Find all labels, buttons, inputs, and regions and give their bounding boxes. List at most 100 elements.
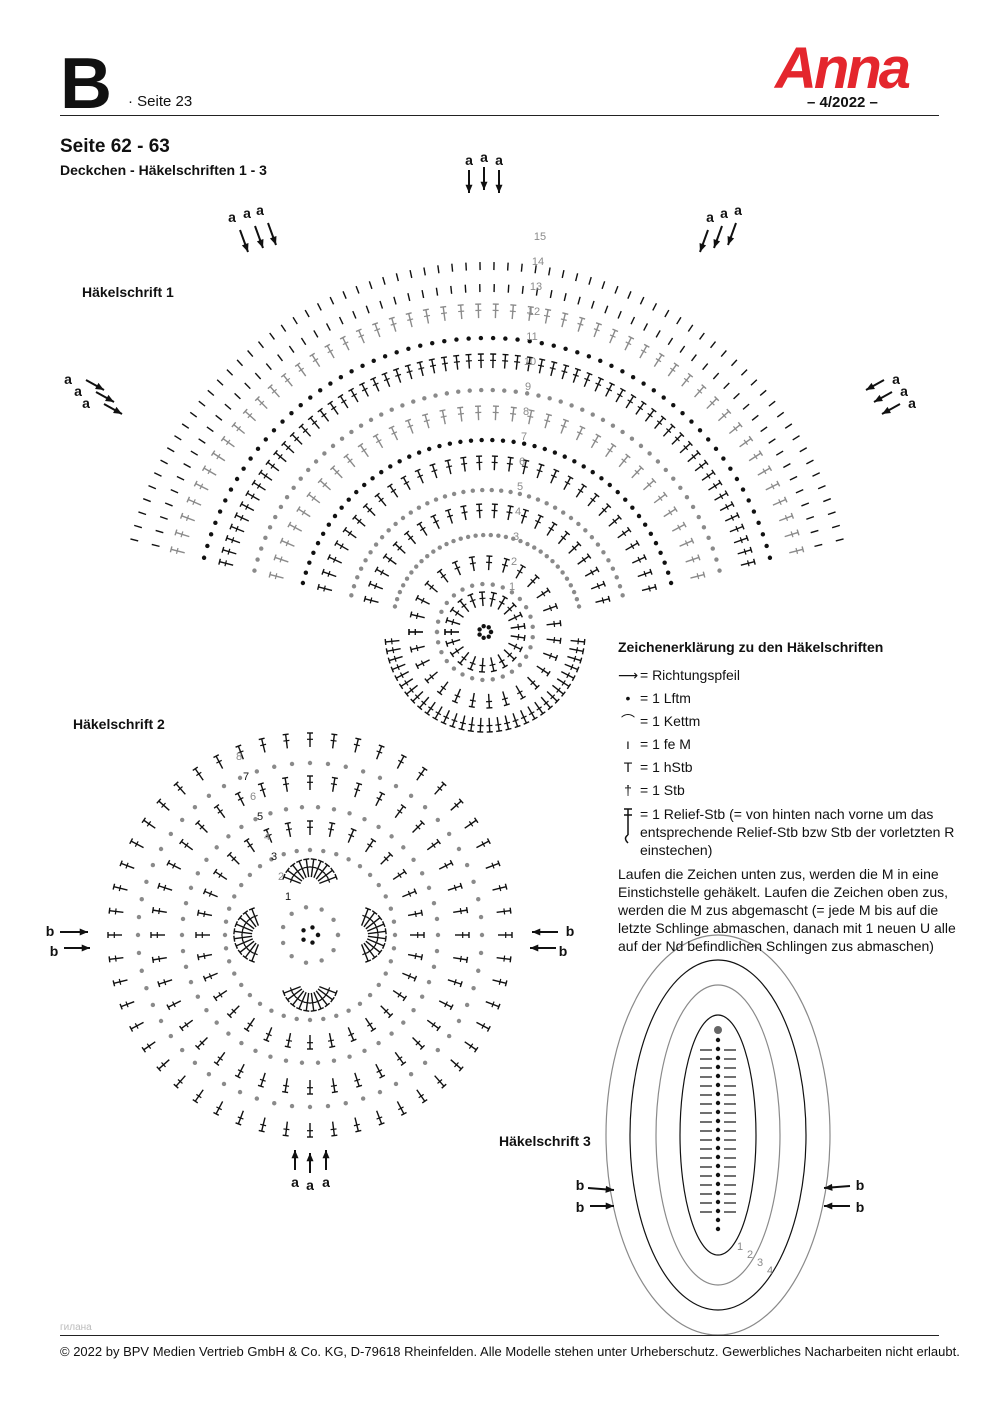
double-crochet bbox=[383, 373, 391, 388]
double-crochet bbox=[719, 503, 733, 512]
double-crochet bbox=[195, 483, 209, 491]
chain-stitch bbox=[575, 350, 580, 355]
double-crochet bbox=[431, 464, 438, 479]
double-crochet bbox=[488, 717, 491, 732]
chain-stitch bbox=[404, 576, 410, 581]
chain-stitch bbox=[581, 464, 586, 469]
stitch-top bbox=[718, 479, 723, 486]
chain-stitch bbox=[377, 775, 383, 781]
stitch-top bbox=[193, 480, 198, 487]
double-crochet bbox=[322, 571, 337, 578]
stitch-bar bbox=[581, 556, 587, 563]
stitch-top bbox=[381, 942, 386, 949]
chain-stitch bbox=[298, 476, 303, 481]
stitch-top bbox=[736, 512, 740, 519]
chain-stitch bbox=[389, 834, 394, 839]
chain-stitch bbox=[241, 466, 246, 471]
single-crochet bbox=[590, 300, 595, 309]
double-crochet bbox=[305, 992, 310, 1011]
stitch-top bbox=[440, 721, 447, 725]
stitch-top bbox=[523, 459, 530, 462]
stitch-bar bbox=[393, 655, 397, 662]
watermark: гилана bbox=[60, 1322, 92, 1333]
stitch-bar bbox=[543, 700, 549, 706]
chain-stitch bbox=[226, 1031, 231, 1036]
stitch-top bbox=[564, 530, 571, 536]
chain-stitch bbox=[502, 388, 507, 393]
round-number: 9 bbox=[525, 381, 531, 393]
double-crochet bbox=[552, 684, 564, 695]
double-crochet bbox=[310, 859, 315, 878]
double-crochet bbox=[625, 395, 635, 409]
stitch-top bbox=[370, 376, 377, 381]
double-crochet bbox=[426, 582, 438, 593]
stitch-top bbox=[520, 695, 526, 700]
arrow-head bbox=[81, 944, 90, 952]
stitch-bar bbox=[247, 948, 253, 954]
stitch-top bbox=[307, 415, 314, 421]
stitch-top bbox=[192, 766, 199, 772]
chain-stitch bbox=[379, 469, 384, 475]
stitch-bar bbox=[260, 743, 267, 747]
stitch-top bbox=[445, 617, 449, 624]
double-crochet bbox=[493, 456, 496, 471]
stitch-top bbox=[511, 656, 517, 662]
stitch-bar bbox=[770, 483, 775, 490]
stitch-bar bbox=[224, 560, 228, 567]
stitch-bar bbox=[285, 445, 291, 451]
chain-stitch bbox=[301, 928, 306, 933]
page-title: Seite 62 - 63 bbox=[60, 136, 170, 157]
chain-stitch bbox=[259, 546, 264, 551]
stitch-top bbox=[202, 975, 207, 982]
double-crochet bbox=[625, 542, 639, 551]
double-crochet bbox=[641, 586, 656, 592]
double-crochet bbox=[419, 696, 430, 709]
stitch-top bbox=[210, 450, 216, 457]
double-crochet bbox=[587, 494, 598, 507]
single-crochet bbox=[164, 502, 173, 507]
single-crochet bbox=[216, 379, 224, 386]
chain-stitch bbox=[599, 476, 604, 481]
chain-stitch bbox=[331, 807, 337, 812]
page-subtitle: Deckchen - Häkelschriften 1 - 3 bbox=[60, 162, 267, 178]
single-crochet bbox=[806, 515, 815, 520]
stitch-bar bbox=[342, 341, 349, 346]
double-crochet bbox=[394, 543, 406, 554]
stitch-bar bbox=[177, 1079, 183, 1084]
double-crochet bbox=[181, 515, 196, 522]
chain-stitch bbox=[630, 374, 636, 380]
stitch-bar bbox=[550, 694, 556, 700]
stitch-bar bbox=[451, 638, 455, 645]
single-crochet bbox=[742, 403, 750, 410]
stitch-bar bbox=[573, 655, 577, 662]
chain-stitch bbox=[523, 654, 529, 659]
double-crochet bbox=[364, 839, 374, 853]
chain-stitch bbox=[479, 387, 484, 393]
stitch-bar bbox=[507, 652, 513, 658]
single-crochet bbox=[236, 359, 244, 367]
double-crochet bbox=[109, 956, 124, 961]
chain-stitch bbox=[610, 566, 616, 571]
stitch-top bbox=[334, 540, 339, 546]
double-crochet bbox=[331, 1078, 336, 1093]
round-number: 15 bbox=[534, 231, 546, 243]
double-crochet bbox=[354, 516, 366, 527]
stitch-bar bbox=[621, 458, 627, 464]
single-crochet bbox=[534, 265, 537, 274]
single-crochet bbox=[393, 296, 397, 305]
stitch-top bbox=[451, 560, 458, 565]
chain-stitch bbox=[319, 907, 324, 912]
stitch-top bbox=[421, 766, 428, 772]
double-crochet bbox=[476, 840, 490, 849]
stitch-bar bbox=[457, 412, 464, 415]
chain-stitch bbox=[544, 501, 549, 506]
stitch-bar bbox=[231, 856, 237, 862]
stitch-top bbox=[409, 611, 413, 618]
chain-stitch bbox=[168, 1033, 174, 1039]
double-crochet bbox=[450, 800, 462, 811]
chain-stitch bbox=[444, 391, 450, 396]
stitch-top bbox=[141, 1046, 147, 1053]
legend-text: = 1 Relief-Stb (= von hinten nach vorne … bbox=[640, 806, 934, 822]
stitch-bar bbox=[454, 802, 459, 808]
double-crochet bbox=[527, 357, 531, 372]
